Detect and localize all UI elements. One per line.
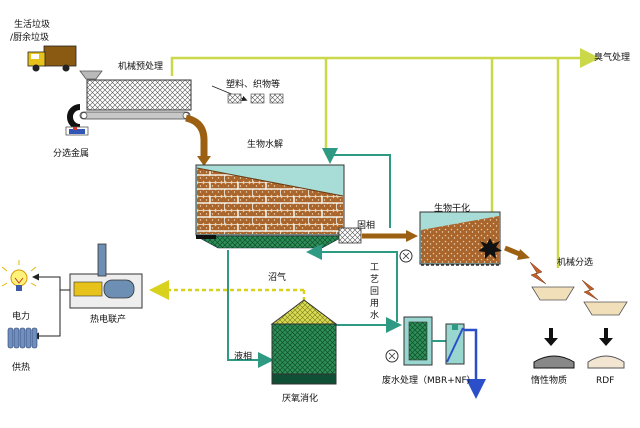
inert-pile xyxy=(533,355,575,369)
magnet-icon xyxy=(65,104,89,136)
label-liquid: 液相 xyxy=(234,352,253,362)
label-inert: 惰性物质 xyxy=(531,376,568,386)
wastewater-unit xyxy=(403,316,465,366)
hydrolysis-tank xyxy=(195,164,362,249)
label-power: 电力 xyxy=(12,312,31,322)
sorting-tray-right xyxy=(583,301,628,316)
biodrying-box xyxy=(419,211,501,266)
label-msw: 生活垃圾 xyxy=(14,20,51,30)
label-biodrying: 生物干化 xyxy=(434,204,471,214)
odor-line xyxy=(170,48,600,268)
label-rdf: RDF xyxy=(596,376,615,386)
plastics-icon xyxy=(227,93,284,104)
pump-icon xyxy=(385,349,399,363)
chp-output-lines xyxy=(32,273,70,340)
digester xyxy=(270,299,338,385)
fan-icon xyxy=(399,249,413,263)
feed-hopper xyxy=(79,70,103,80)
label-kitchen: /厨余垃圾 xyxy=(10,33,50,43)
label-solid: 固相 xyxy=(357,221,376,231)
radiator-icon xyxy=(7,327,38,349)
chp-unit xyxy=(69,243,143,309)
label-chp: 热电联产 xyxy=(90,315,127,325)
feed-arrow xyxy=(185,114,208,158)
label-metal: 分选金属 xyxy=(53,149,90,159)
lightning-icon xyxy=(529,261,547,285)
truck-icon xyxy=(27,45,77,72)
pretreatment-screen xyxy=(86,79,192,111)
output-arrows xyxy=(544,328,613,346)
effluent-arrow xyxy=(464,328,486,399)
process-water-line xyxy=(227,148,402,368)
label-mech-sort: 机械分选 xyxy=(557,258,594,268)
label-pretreatment: 机械预处理 xyxy=(118,62,164,72)
rdf-pile xyxy=(587,355,625,369)
bulb-icon xyxy=(1,260,37,291)
solid-arrow xyxy=(362,230,418,242)
starburst-icon xyxy=(478,238,502,259)
conveyor xyxy=(79,111,191,120)
label-plastics: 塑料、织物等 xyxy=(226,80,281,90)
label-hydrolysis: 生物水解 xyxy=(247,140,284,150)
label-heat: 供热 xyxy=(12,363,31,373)
label-wastewater: 废水处理（MBR+NF） xyxy=(382,376,476,386)
label-process-water: 工艺回用水 xyxy=(369,263,379,321)
label-digestion: 厌氧消化 xyxy=(282,394,319,404)
sorting-tray-left xyxy=(531,286,575,301)
label-biogas: 沼气 xyxy=(268,273,287,283)
label-odor: 臭气处理 xyxy=(594,53,631,63)
